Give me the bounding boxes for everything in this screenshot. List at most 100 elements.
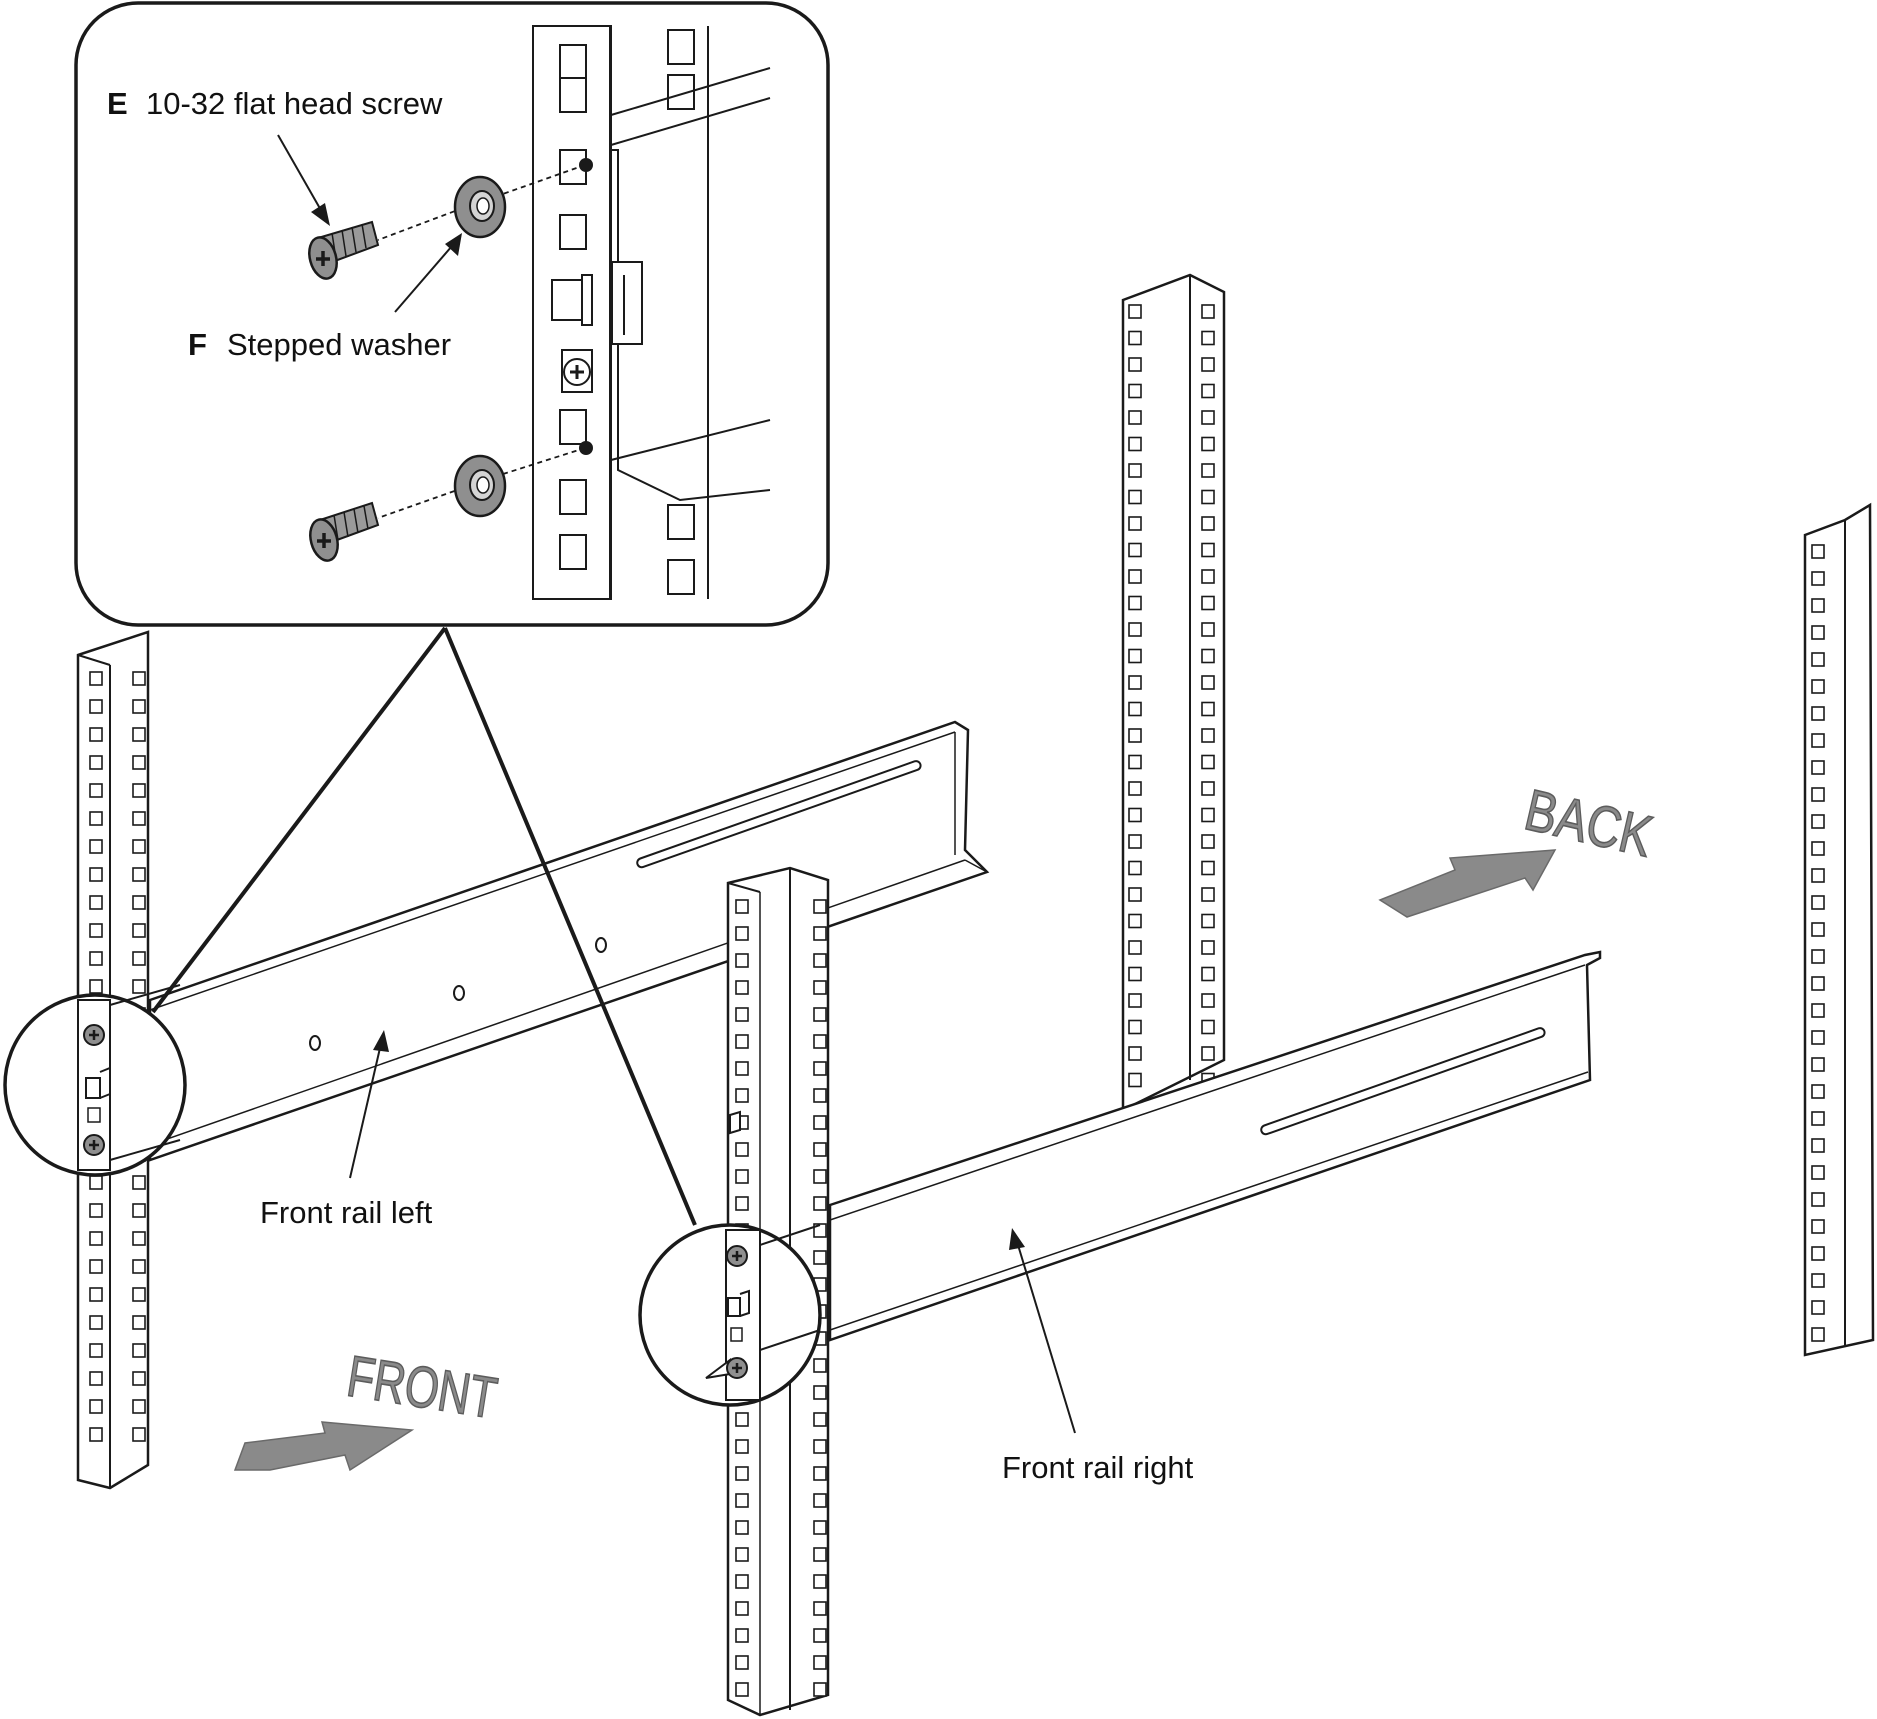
rack-hole bbox=[1201, 648, 1215, 664]
rack-hole bbox=[1128, 569, 1142, 584]
rack-hole bbox=[132, 755, 146, 770]
rack-hole bbox=[1811, 976, 1825, 991]
rack-hole bbox=[1201, 913, 1215, 929]
rack-hole bbox=[1201, 383, 1215, 399]
rack-hole bbox=[1811, 895, 1825, 910]
rack-hole bbox=[559, 479, 587, 515]
rack-hole bbox=[89, 1427, 103, 1442]
rack-hole bbox=[813, 953, 827, 968]
rack-hole bbox=[132, 783, 146, 798]
rack-hole bbox=[1201, 622, 1215, 637]
rack-hole bbox=[1128, 304, 1142, 319]
rack-hole bbox=[1128, 728, 1142, 743]
rack-hole bbox=[735, 1547, 749, 1562]
flat-head-screw-icon bbox=[308, 220, 380, 280]
rack-hole bbox=[132, 811, 146, 826]
rack-hole bbox=[735, 1439, 749, 1454]
rack-hole bbox=[1128, 993, 1142, 1008]
rack-hole bbox=[1811, 841, 1825, 856]
rack-hole bbox=[89, 727, 103, 742]
rack-hole bbox=[735, 980, 749, 995]
callout-label-washer: Stepped washer bbox=[227, 327, 451, 362]
rack-hole bbox=[132, 1427, 146, 1442]
rack-hole bbox=[1201, 754, 1215, 770]
label-front: FRONT bbox=[343, 1344, 501, 1432]
rack-hole bbox=[89, 895, 103, 910]
rack-hole bbox=[813, 1601, 827, 1616]
rack-hole bbox=[813, 1358, 827, 1373]
rack-hole bbox=[813, 1250, 827, 1265]
rack-hole bbox=[1811, 787, 1825, 802]
rack-hole bbox=[89, 839, 103, 854]
rack-hole bbox=[1811, 1327, 1825, 1342]
rack-hole bbox=[1811, 1219, 1825, 1234]
rack-hole bbox=[1811, 1300, 1825, 1315]
front-direction-arrow bbox=[233, 1421, 415, 1472]
rack-hole bbox=[1128, 966, 1142, 982]
screw-head-icon bbox=[726, 1357, 748, 1379]
rack-hole bbox=[1811, 949, 1825, 964]
rack-hole bbox=[1811, 544, 1825, 559]
rack-post-back-center bbox=[1121, 273, 1226, 1113]
rack-hole bbox=[132, 951, 146, 966]
callout-code-f: F bbox=[188, 327, 207, 362]
rack-hole bbox=[813, 1466, 827, 1481]
rack-hole bbox=[1201, 728, 1215, 743]
rack-hole bbox=[813, 1574, 827, 1589]
rack-hole bbox=[1201, 410, 1215, 425]
rack-hole bbox=[1128, 463, 1142, 478]
rack-hole bbox=[132, 1315, 146, 1330]
rack-hole bbox=[1811, 571, 1825, 586]
rack-hole bbox=[89, 1231, 103, 1246]
callout-label-screw: 10-32 flat head screw bbox=[146, 86, 443, 121]
rack-post-back-right bbox=[1803, 502, 1875, 1357]
rack-hole bbox=[735, 1466, 749, 1481]
rack-hole bbox=[1201, 330, 1215, 346]
front-rail-right bbox=[828, 950, 1602, 1342]
rack-hole bbox=[735, 1412, 749, 1427]
detail-circle-left bbox=[3, 984, 187, 1177]
rack-hole bbox=[1811, 1111, 1825, 1126]
rack-hole bbox=[1201, 542, 1215, 558]
rack-hole bbox=[1201, 1046, 1215, 1061]
rack-hole bbox=[813, 1088, 827, 1103]
rack-hole bbox=[1128, 781, 1142, 796]
rack-hole bbox=[89, 867, 103, 882]
rack-hole bbox=[89, 1203, 103, 1218]
rack-hole bbox=[735, 899, 749, 914]
rack-hole bbox=[735, 1007, 749, 1022]
rack-hole bbox=[1811, 1273, 1825, 1288]
rack-hole bbox=[1811, 1003, 1825, 1018]
rack-hole bbox=[1128, 1072, 1142, 1088]
rack-hole bbox=[813, 1196, 827, 1211]
rack-hole bbox=[132, 727, 146, 742]
rack-hole bbox=[1811, 625, 1825, 640]
rack-hole bbox=[1811, 760, 1825, 775]
rack-hole bbox=[89, 951, 103, 966]
front-rail-left bbox=[148, 720, 990, 1162]
rack-hole bbox=[813, 1061, 827, 1076]
rack-hole bbox=[89, 671, 103, 686]
rack-hole bbox=[735, 1034, 749, 1049]
rack-hole bbox=[1811, 1057, 1825, 1072]
rack-hole bbox=[1811, 679, 1825, 694]
rack-hole bbox=[1201, 781, 1215, 796]
rack-hole bbox=[89, 1175, 103, 1190]
rack-hole bbox=[813, 1223, 827, 1238]
rack-hole bbox=[89, 783, 103, 798]
rack-hole bbox=[735, 953, 749, 968]
rack-hole bbox=[1128, 516, 1142, 531]
rack-hole bbox=[735, 1142, 749, 1157]
rack-hole bbox=[1201, 701, 1215, 717]
flat-head-screw-icon bbox=[309, 501, 380, 562]
rack-hole bbox=[813, 1520, 827, 1535]
rack-hole bbox=[1201, 569, 1215, 584]
rack-hole bbox=[559, 44, 587, 80]
rack-hole bbox=[1201, 675, 1215, 690]
rack-hole bbox=[89, 811, 103, 826]
rack-hole bbox=[1201, 489, 1215, 505]
rack-hole bbox=[813, 1115, 827, 1130]
rack-hole bbox=[89, 1371, 103, 1386]
rack-hole bbox=[1128, 357, 1142, 372]
